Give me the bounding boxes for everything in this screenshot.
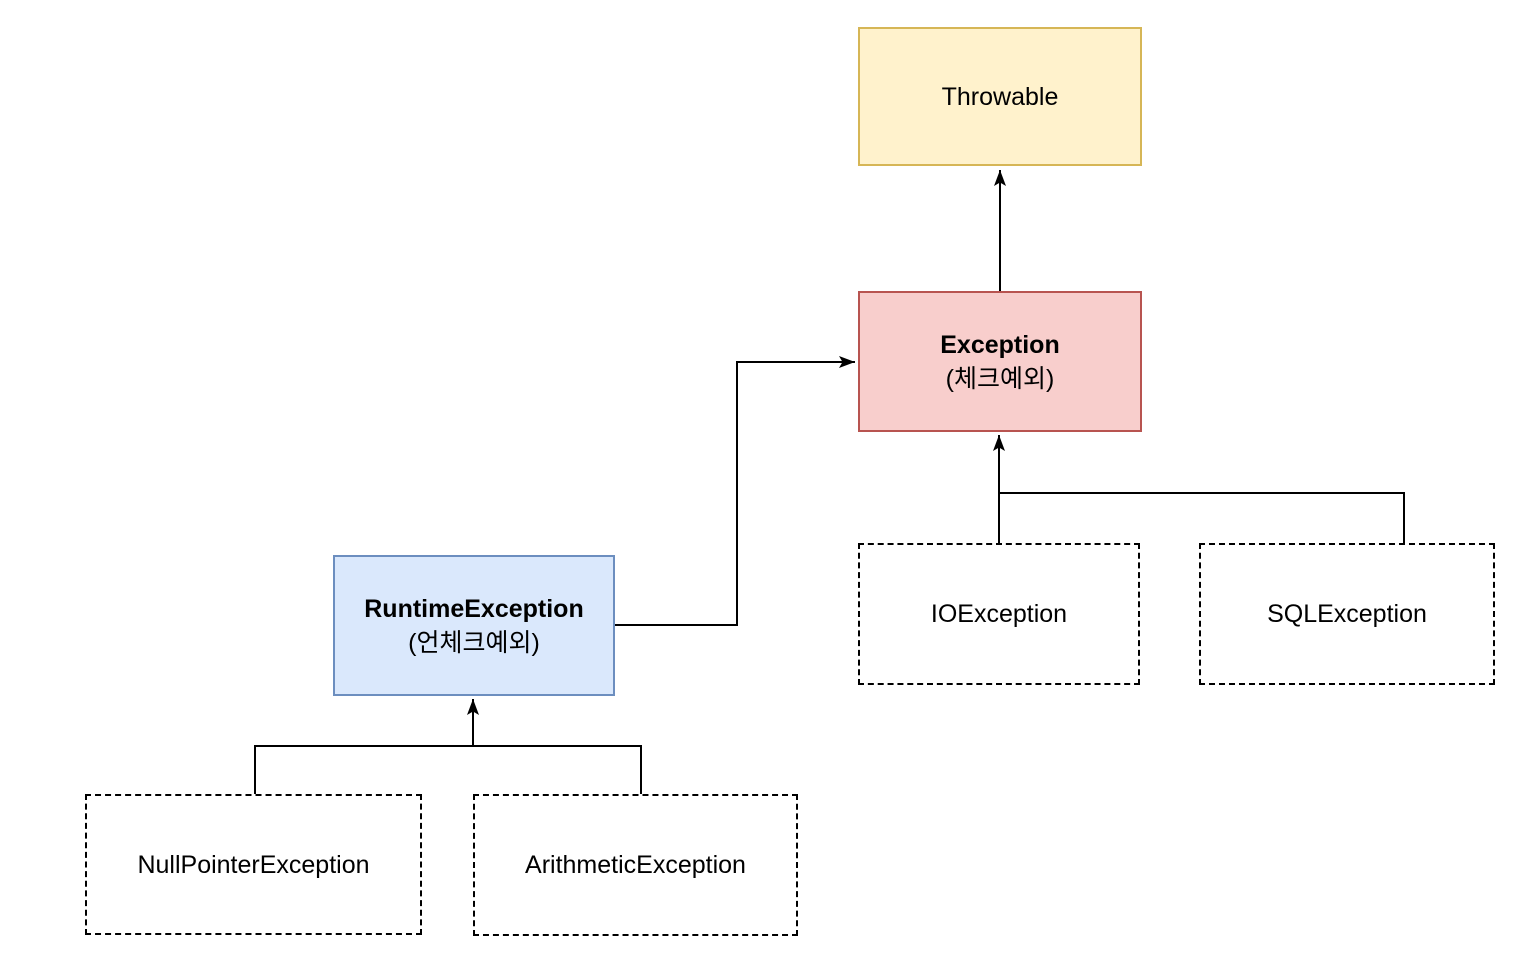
node-io-exception-label: IOException (930, 600, 1068, 628)
node-io-exception: IOException (858, 543, 1140, 685)
node-throwable-label: Throwable (941, 82, 1059, 111)
node-sql-exception: SQLException (1199, 543, 1495, 685)
node-null-pointer-exception: NullPointerException (85, 794, 422, 935)
node-sql-exception-label: SQLException (1267, 600, 1427, 628)
node-exception-sublabel: (체크예외) (945, 364, 1055, 393)
edge-sql-to-exception (999, 492, 1405, 543)
node-arithmetic-exception-label: ArithmeticException (525, 851, 746, 879)
node-arithmetic-exception: ArithmeticException (473, 794, 798, 936)
node-exception-label: Exception (940, 330, 1060, 359)
node-runtime-exception-sublabel: (언체크예외) (408, 628, 540, 657)
edge-nullpointer-to-runtime (254, 745, 473, 794)
edge-arithmetic-to-runtime (473, 745, 642, 794)
edge-runtime-to-exception (615, 356, 855, 626)
node-throwable: Throwable (858, 27, 1142, 166)
node-exception: Exception (체크예외) (858, 291, 1142, 432)
node-runtime-exception-label: RuntimeException (364, 594, 584, 623)
node-null-pointer-exception-label: NullPointerException (137, 850, 370, 879)
node-runtime-exception: RuntimeException (언체크예외) (333, 555, 615, 696)
